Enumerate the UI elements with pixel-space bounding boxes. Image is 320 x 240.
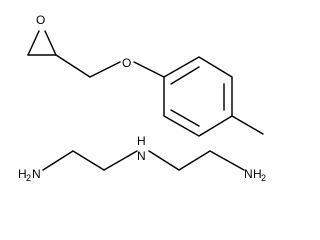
epoxide-to-methylene-bond — [55, 54, 91, 78]
methyl-bond — [231, 115, 264, 135]
ether-oxygen-label: O — [122, 56, 131, 70]
amine-left-h-label: H — [18, 167, 27, 181]
methylene-to-oxygen-bond — [89, 61, 121, 78]
amine-bond-5 — [178, 150, 211, 171]
chemical-structure-diagram: O O H 2 N N H N H 2 — [18, 13, 266, 183]
amine-bond-1 — [42, 150, 74, 171]
amine-right-n-label: N — [244, 167, 253, 181]
benzene-ring — [163, 56, 233, 137]
aromatic-bond-bottom — [170, 109, 200, 127]
structure-canvas: O O H 2 N N H N H 2 — [18, 13, 266, 183]
amine-bond-6 — [209, 150, 245, 171]
amine-center-h-label: H — [137, 134, 146, 148]
amine-bond-2 — [72, 150, 105, 171]
amine-bond-3 — [103, 150, 138, 171]
amine-left-n-label: N — [32, 167, 41, 181]
amine-center-n-label: N — [137, 149, 146, 163]
amine-left-subscript-label: 2 — [26, 173, 31, 183]
epoxide-left-bond — [27, 30, 40, 56]
epoxide-oxygen-label: O — [36, 13, 45, 27]
amine-right-h-label: H — [253, 167, 262, 181]
oxygen-to-ring-bond — [133, 61, 165, 78]
aromatic-bond-top — [170, 66, 200, 85]
amine-bond-4 — [148, 150, 180, 171]
epoxide-right-bond — [44, 30, 57, 56]
amine-right-subscript-label: 2 — [261, 173, 266, 183]
